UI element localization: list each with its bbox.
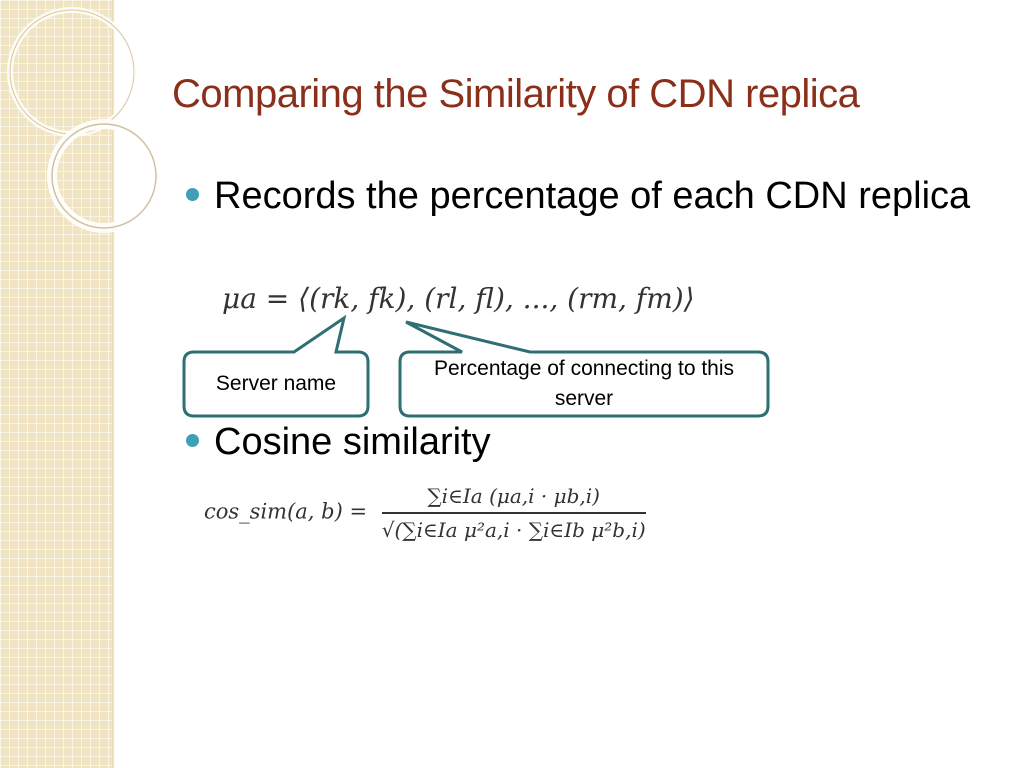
cosine-formula-denominator: √(∑i∈Ia μ²a,i · ∑i∈Ib μ²b,i) [381, 518, 646, 542]
callout-percentage: Percentage of connecting to this server [433, 357, 735, 410]
callout-percentage-shape [398, 320, 770, 418]
bullet-dot [186, 434, 199, 447]
decorative-rings [7, 7, 161, 233]
callout-server-name-shape [182, 314, 370, 418]
band-edge [112, 0, 115, 768]
cosine-formula-lhs: cos_sim(a, b) = [204, 499, 368, 524]
cosine-formula: cos_sim(a, b) = ∑i∈Ia (μa,i · μb,i) √(∑i… [204, 484, 646, 542]
bullet-item: Records the percentage of each CDN repli… [186, 171, 986, 221]
cosine-formula-fraction: ∑i∈Ia (μa,i · μb,i) √(∑i∈Ia μ²a,i · ∑i∈I… [381, 484, 646, 542]
bullet-item: Cosine similarity [186, 417, 986, 467]
bullet-text: Records the percentage of each CDN repli… [214, 175, 971, 217]
vector-formula: μa = ⟨(rk, fk), (rl, fl), ..., (rm, fm)⟩ [222, 282, 695, 315]
slide-title: Comparing the Similarity of CDN replica [172, 72, 860, 116]
cosine-formula-numerator: ∑i∈Ia (μa,i · μb,i) [427, 484, 600, 508]
bullet-text: Cosine similarity [214, 421, 491, 463]
callout-server-name: Server name [215, 372, 337, 395]
fraction-bar [381, 512, 646, 514]
bullet-dot [186, 188, 199, 201]
